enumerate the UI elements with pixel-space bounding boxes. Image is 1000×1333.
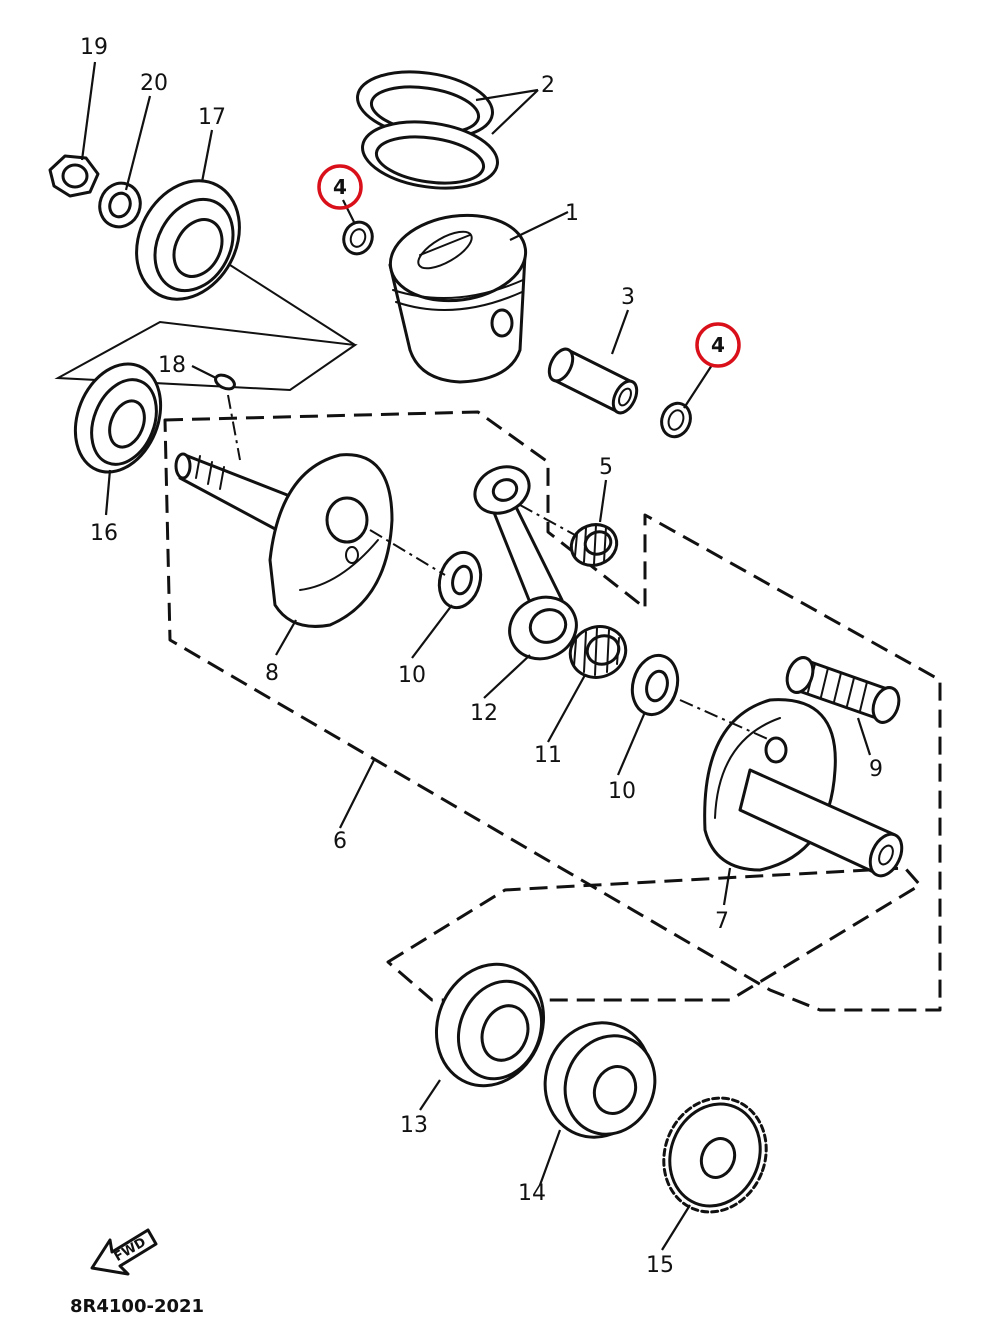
oil-seal-part[interactable]	[117, 163, 260, 318]
part-label-4-left: 4	[333, 175, 347, 199]
nut-part[interactable]	[48, 154, 100, 198]
part-label-10-upper: 10	[398, 663, 426, 688]
part-label-16: 16	[90, 521, 118, 546]
crank-washer-upper-part[interactable]	[433, 548, 486, 612]
part-label-14: 14	[518, 1181, 546, 1206]
piston-rings-part[interactable]	[353, 64, 502, 196]
oil-seal-link-line	[229, 264, 356, 346]
washer-part[interactable]	[94, 177, 147, 232]
woodruff-key-part[interactable]	[213, 372, 236, 391]
wrist-pin-axis	[519, 504, 576, 536]
part-label-1: 1	[565, 201, 579, 226]
part-label-13: 13	[400, 1113, 428, 1138]
part-label-6: 6	[333, 829, 347, 854]
piston-part[interactable]	[385, 207, 531, 384]
key-axis	[227, 394, 241, 461]
part-label-7: 7	[715, 909, 729, 934]
part-label-17: 17	[198, 105, 226, 130]
part-label-20: 20	[140, 71, 168, 96]
piston-pin-part[interactable]	[545, 345, 642, 416]
circlip-left-part[interactable]	[339, 218, 376, 258]
part-label-8: 8	[265, 661, 279, 686]
part-label-15: 15	[646, 1253, 674, 1278]
connecting-rod-part[interactable]	[467, 458, 586, 669]
crankshaft-right-part[interactable]	[703, 698, 908, 881]
crank-pin-part[interactable]	[783, 654, 904, 726]
big-end-bearing-part[interactable]	[563, 619, 633, 685]
part-label-2: 2	[541, 73, 555, 98]
small-end-bearing-part[interactable]	[566, 518, 623, 571]
forward-direction-arrow: FWD	[90, 1228, 158, 1276]
primary-gear-part[interactable]	[647, 1082, 783, 1227]
part-label-9: 9	[869, 757, 883, 782]
diagram-code: 8R4100-2021	[70, 1296, 204, 1317]
part-label-19: 19	[80, 35, 108, 60]
crankshaft-lower-outline	[386, 866, 922, 1002]
part-label-5: 5	[599, 455, 613, 480]
part-label-4-right: 4	[711, 333, 725, 357]
crankshaft-left-part[interactable]	[174, 452, 394, 628]
crank-washer-lower-part[interactable]	[626, 650, 684, 719]
part-label-3: 3	[621, 285, 635, 310]
part-label-10-lower: 10	[608, 779, 636, 804]
bearing-upper-part[interactable]	[60, 351, 176, 485]
part-label-11: 11	[534, 743, 562, 768]
circlip-right-part[interactable]	[657, 399, 695, 441]
part-label-18: 18	[158, 353, 186, 378]
crank-assembly-outline	[163, 410, 942, 1012]
highlight-circle-right	[695, 322, 741, 368]
oil-seal-lower-part[interactable]	[528, 1007, 669, 1154]
part-label-12: 12	[470, 701, 498, 726]
bearing-lower-part[interactable]	[419, 948, 562, 1102]
big-end-axis	[679, 699, 771, 741]
highlight-circle-left	[317, 164, 363, 210]
